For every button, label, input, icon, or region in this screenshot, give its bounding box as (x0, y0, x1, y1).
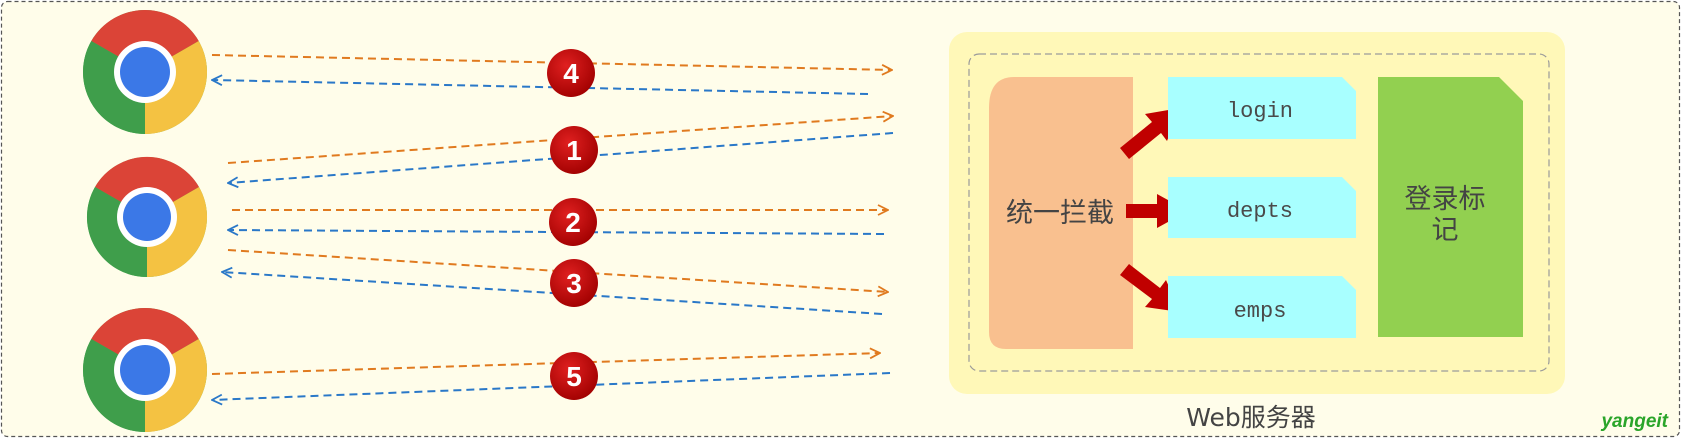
response-arrow-step-3 (222, 272, 883, 315)
dispatch-arrow-login (1120, 108, 1180, 159)
endpoint-label-depts: depts (1227, 199, 1293, 224)
interceptor-box (989, 77, 1133, 349)
server-inner-border (968, 53, 1550, 372)
endpoint-login: login (1168, 77, 1356, 139)
step-number-3: 3 (566, 268, 582, 299)
step-badge-5: 5 (550, 352, 598, 400)
step-badge-3: 3 (550, 259, 598, 307)
endpoint-label-login: login (1227, 99, 1293, 124)
request-arrow-step-5 (211, 353, 880, 375)
request-arrow-step-1 (227, 116, 893, 164)
login-flag-label-line1: 登录标 (1405, 184, 1486, 215)
login-flag-box (1378, 77, 1523, 337)
dispatch-arrow-emps (1120, 264, 1180, 312)
browser-2 (86, 156, 208, 278)
endpoint-depts: depts (1168, 177, 1356, 238)
browser-3 (82, 307, 208, 432)
endpoint-emps: emps (1168, 276, 1356, 338)
step-badge-4: 4 (547, 49, 595, 97)
watermark-logo: yangeit (1600, 411, 1668, 432)
step-number-4: 4 (563, 58, 579, 89)
response-arrow-step-1 (228, 132, 894, 183)
step-number-2: 2 (565, 207, 581, 238)
chrome-icon (82, 9, 208, 134)
chrome-icon (82, 307, 208, 432)
browser-1 (82, 9, 208, 134)
login-flag-label-line2: 记 (1432, 215, 1459, 246)
chrome-icon (86, 156, 208, 278)
step-badge-2: 2 (549, 198, 597, 246)
endpoint-label-emps: emps (1234, 299, 1287, 324)
step-badge-1: 1 (550, 126, 598, 174)
server-title: Web服务器 (1186, 403, 1316, 432)
interceptor-label: 统一拦截 (1006, 198, 1114, 229)
response-arrow-step-4 (212, 80, 869, 95)
step-number-5: 5 (566, 361, 582, 392)
response-arrow-step-5 (212, 372, 891, 400)
step-number-1: 1 (566, 135, 582, 166)
web-server: 统一拦截 login depts emps 登录标 记 Web服务器 (949, 32, 1565, 432)
